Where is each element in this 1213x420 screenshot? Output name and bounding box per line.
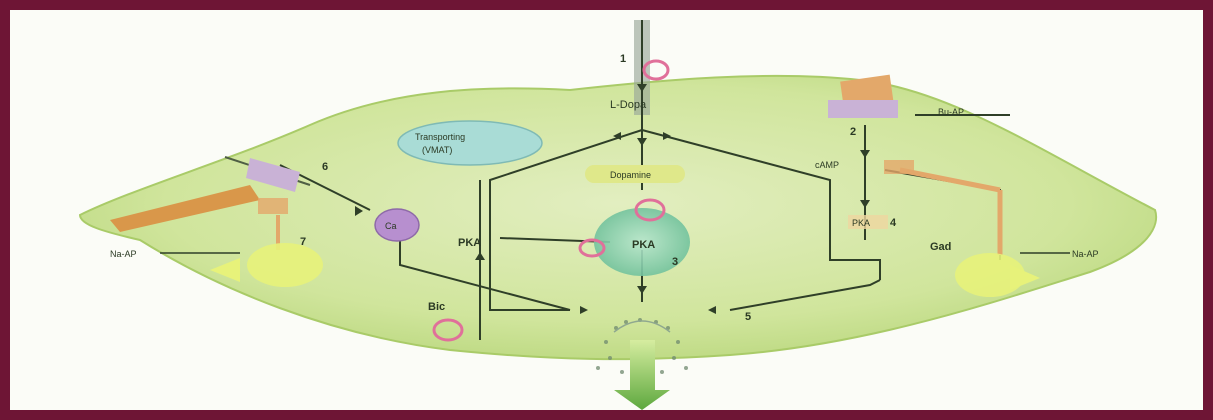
label-ca: Ca [385, 221, 397, 231]
label-step-2: 2 [850, 126, 856, 138]
label-step-5: 5 [745, 311, 751, 323]
label-na-ap-left: Na-AP [110, 249, 137, 259]
vesicle-left-nucleus [578, 238, 606, 258]
vesicle-bic [432, 318, 464, 342]
label-pka-left: PKA [458, 237, 481, 249]
nucleus [594, 208, 690, 276]
vesicle-nucleus [634, 198, 666, 222]
label-step-7: 7 [300, 236, 306, 248]
right-receptor-base [828, 100, 898, 118]
label-dopamine: Dopamine [610, 170, 651, 180]
label-l-dopa: L-Dopa [610, 99, 647, 111]
label-step-6: 6 [322, 161, 328, 173]
label-camp: cAMP [815, 160, 839, 170]
label-step-4: 4 [890, 217, 897, 229]
left-yellow-pump [247, 243, 323, 287]
arrowheads [355, 132, 870, 314]
label-pka-center: PKA [632, 239, 655, 251]
vesicle-top [642, 59, 670, 81]
label-bic: Bic [428, 301, 445, 313]
label-step-1: 1 [620, 53, 626, 65]
pathway-diagram: 1 L-Dopa Bu-AP 2 cAMP PKA 4 [78, 20, 1158, 410]
label-bu-ap: Bu-AP [938, 107, 964, 117]
dopamine-pill [585, 165, 685, 183]
diagram-frame: 1 L-Dopa Bu-AP 2 cAMP PKA 4 [10, 10, 1203, 410]
right-yellow-pump [955, 253, 1025, 297]
label-step-3: 3 [672, 256, 678, 268]
output-arrow [614, 340, 670, 410]
label-na-ap-right: Na-AP [1072, 249, 1099, 259]
camp-circle [374, 208, 420, 242]
label-transporter: Transporting [415, 132, 465, 142]
right-channel [899, 167, 1003, 255]
label-transporter-sub: (VMAT) [422, 145, 452, 155]
label-gad: Gad [930, 241, 951, 253]
transporter-oval [397, 120, 543, 166]
label-pka-right: PKA [852, 218, 870, 228]
